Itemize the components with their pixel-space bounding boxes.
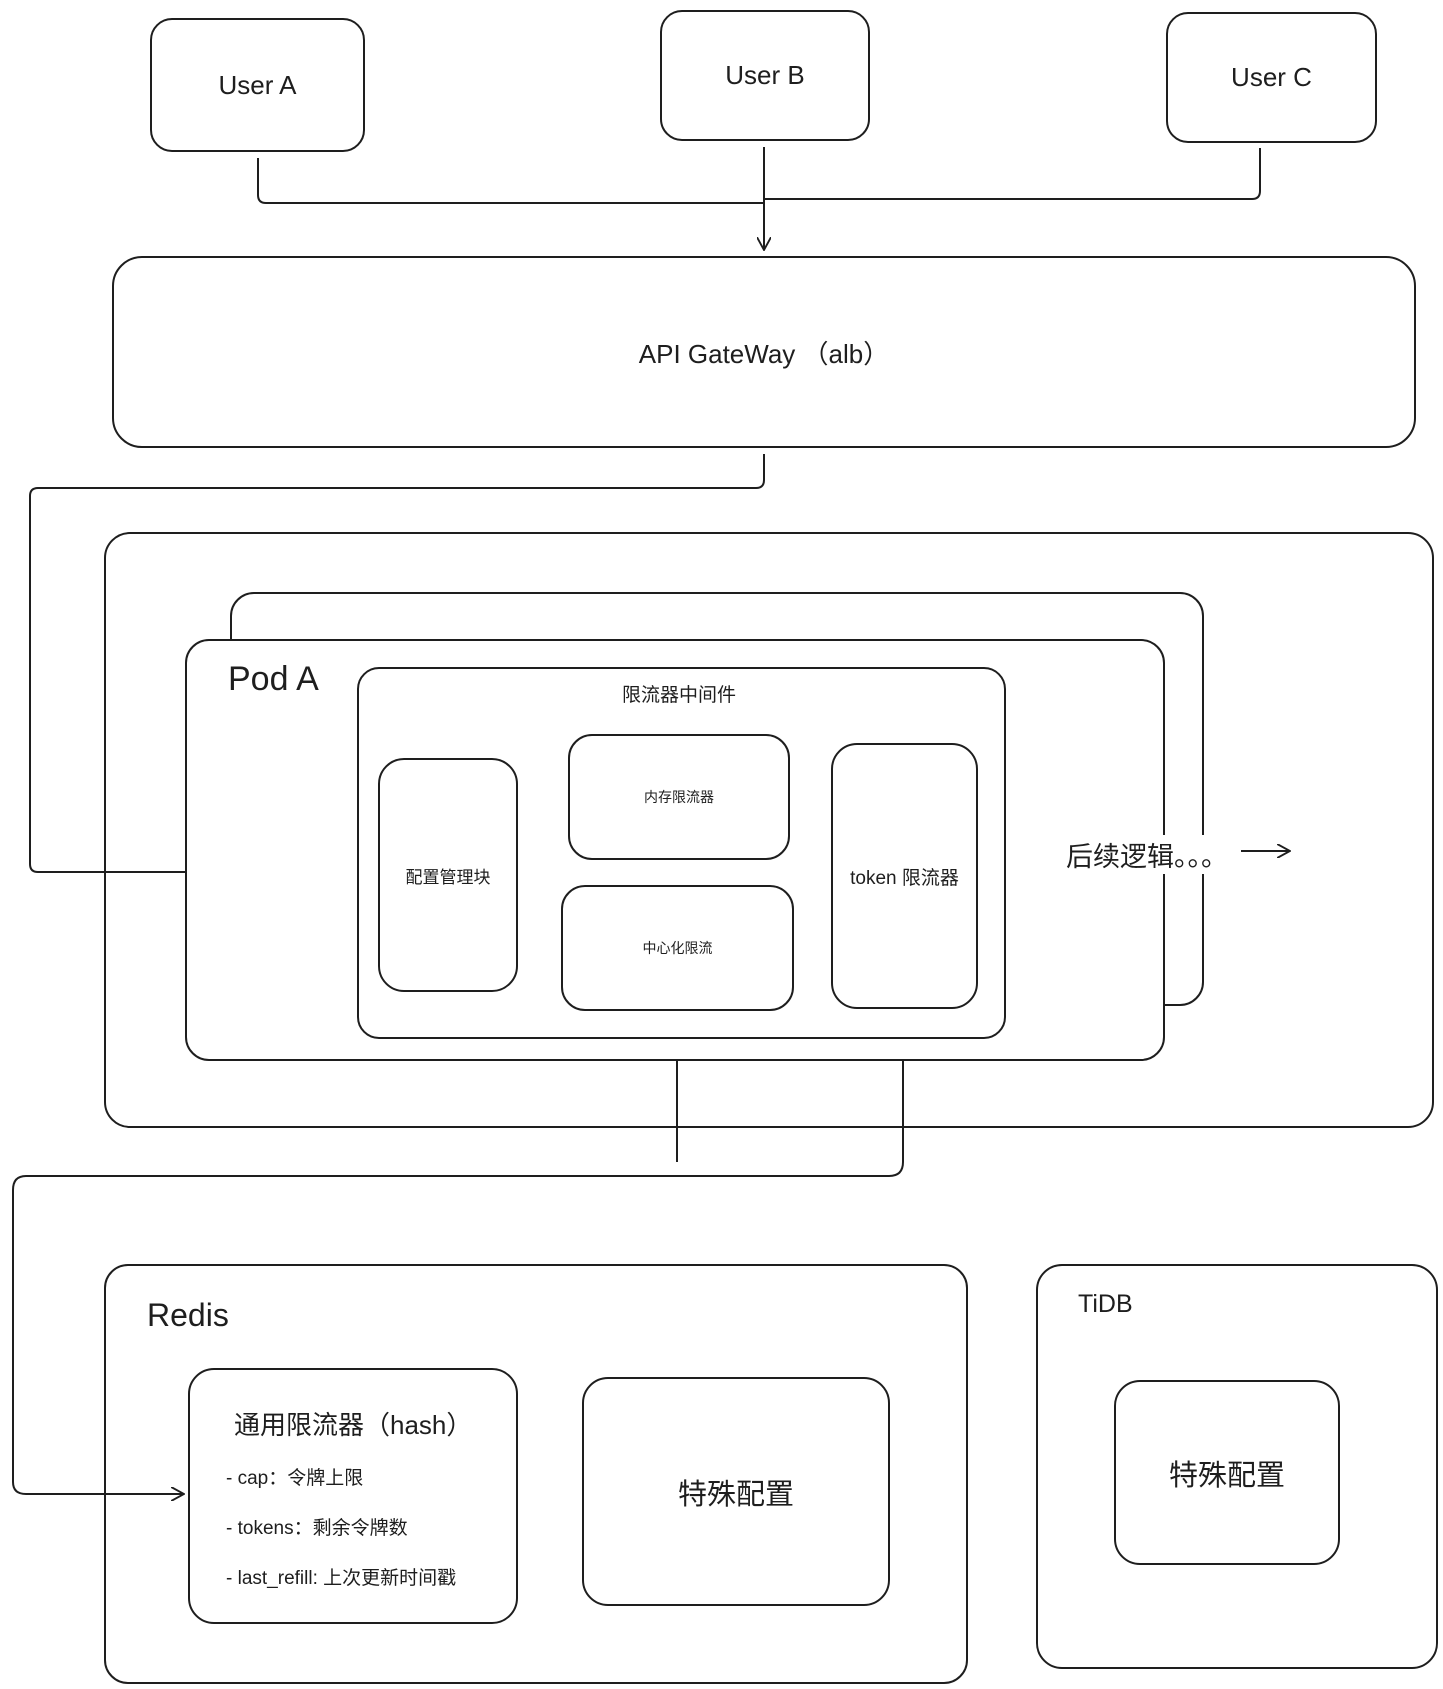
pod-cluster-container: [104, 532, 1434, 1128]
api-gateway-label: API GateWay （alb）: [638, 338, 890, 369]
pod-a-title: Pod A: [228, 660, 319, 698]
user-c-label: User C: [1231, 62, 1312, 92]
user-a-label: User A: [218, 69, 297, 100]
config-manager-node[interactable]: 配置管理块: [378, 758, 518, 992]
generic-limiter-title: 通用限流器（hash）: [234, 1410, 473, 1440]
token-limiter-node[interactable]: token 限流器: [831, 743, 978, 1009]
redis-title: Redis: [147, 1297, 229, 1333]
token-limiter-label: token 限流器: [850, 867, 959, 889]
user-b-label: User B: [725, 60, 805, 90]
pod-a-container[interactable]: [185, 639, 1165, 1061]
redis-special-config-node[interactable]: 特殊配置: [582, 1377, 890, 1606]
middleware-container[interactable]: [357, 667, 1006, 1039]
middleware-title: 限流器中间件: [622, 685, 737, 706]
user-c-node[interactable]: User C: [1166, 12, 1377, 143]
generic-limiter-field-last-refill: - last_refill: 上次更新时间戳: [226, 1568, 457, 1589]
followup-label: 后续逻辑。。。: [1066, 835, 1228, 874]
memory-limiter-node[interactable]: 内存限流器: [568, 734, 790, 860]
tidb-special-config-node[interactable]: 特殊配置: [1114, 1380, 1340, 1565]
tidb-special-config-label: 特殊配置: [1168, 1459, 1285, 1492]
tidb-container[interactable]: [1036, 1264, 1438, 1669]
user-c-connector: [764, 148, 1261, 200]
generic-limiter-field-tokens: - tokens：剩余令牌数: [226, 1518, 408, 1539]
redis-special-config-label: 特殊配置: [677, 1478, 794, 1511]
central-limiter-label: 中心化限流: [642, 940, 713, 956]
user-a-node[interactable]: User A: [150, 18, 365, 152]
user-a-connector: [257, 158, 764, 204]
user-b-node[interactable]: User B: [660, 10, 870, 141]
config-manager-label: 配置管理块: [405, 867, 491, 887]
central-limiter-node[interactable]: 中心化限流: [561, 885, 794, 1011]
generic-limiter-field-cap: - cap：令牌上限: [226, 1468, 364, 1489]
redis-bus-connector: [12, 1161, 904, 1494]
gateway-to-pod-connector: [29, 454, 765, 872]
api-gateway-node[interactable]: API GateWay （alb）: [112, 256, 1416, 448]
memory-limiter-label: 内存限流器: [644, 789, 714, 805]
tidb-title: TiDB: [1078, 1290, 1133, 1318]
generic-limiter-node[interactable]: [188, 1368, 518, 1624]
redis-container[interactable]: [104, 1264, 968, 1684]
